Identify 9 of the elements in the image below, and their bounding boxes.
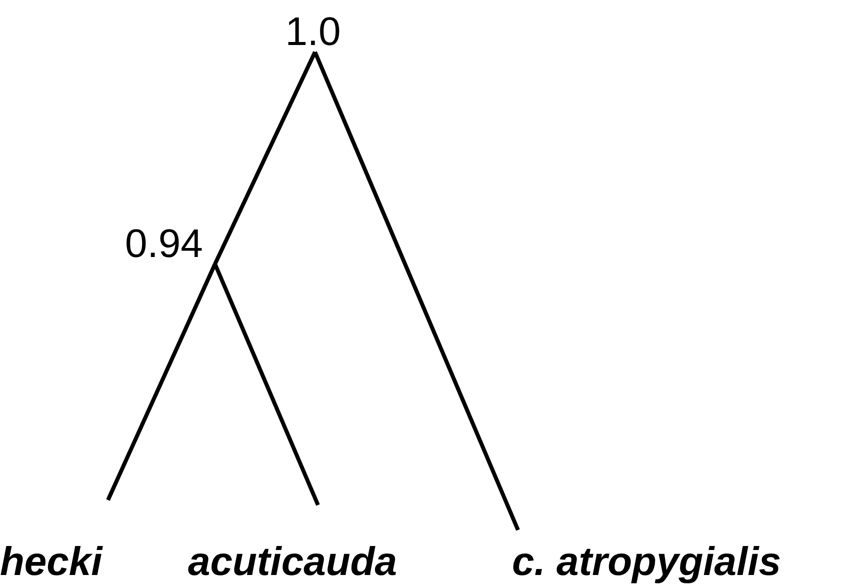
support-value: 1.0	[285, 12, 341, 52]
support-value: 0.94	[125, 224, 203, 264]
tree-branch	[213, 51, 317, 265]
tree-branch	[313, 51, 520, 531]
tree-branch	[106, 263, 217, 501]
taxon-label: acuticauda	[188, 542, 397, 582]
tree-branch	[213, 263, 320, 506]
taxon-label: c. atropygialis	[512, 542, 781, 582]
taxon-label: hecki	[0, 542, 102, 582]
